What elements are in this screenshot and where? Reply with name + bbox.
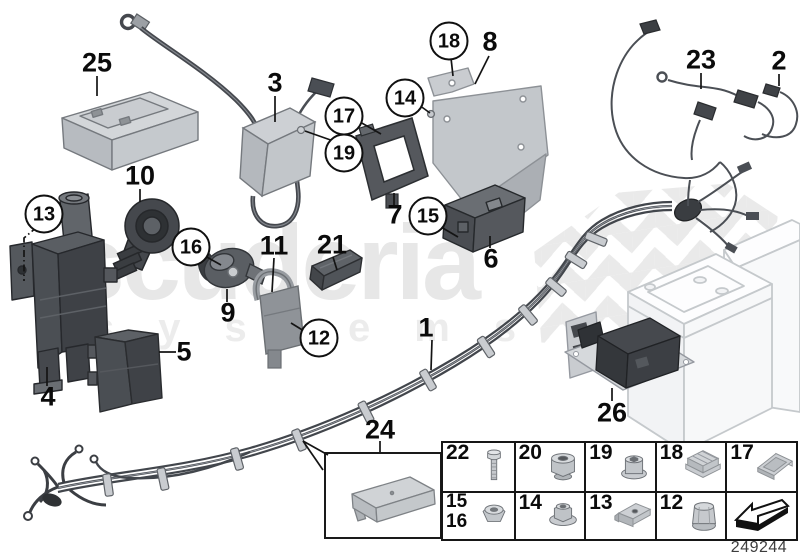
- part-1-main-harness: [23, 161, 759, 521]
- cover-cap-icon: [692, 502, 717, 531]
- callout-7[interactable]: 7: [387, 199, 403, 230]
- part-11-holder-bracket: [252, 268, 305, 369]
- part-7-module-holder: [355, 117, 429, 209]
- fastener-legend-table: 22 20 19: [441, 441, 798, 541]
- legend-cell-17: 17: [725, 441, 796, 491]
- legend-cell-18: 18: [654, 441, 726, 491]
- callout-26[interactable]: 26: [596, 397, 628, 428]
- callout-25[interactable]: 25: [81, 47, 113, 78]
- callout-5[interactable]: 5: [176, 336, 192, 367]
- legend-num: 18: [659, 441, 684, 464]
- lock-nut-icon: [482, 504, 506, 522]
- part-5-module: [87, 329, 163, 413]
- legend-num: 12: [659, 491, 684, 514]
- part-25-control-module: [61, 91, 199, 171]
- part-26-module-plate: [564, 311, 695, 391]
- legend-cell-12: 12: [654, 491, 726, 539]
- legend-cell-arrow: [725, 491, 796, 539]
- callout-24[interactable]: 24: [364, 414, 396, 445]
- part-4-distribution-box: [9, 191, 118, 395]
- legend-num: 14: [518, 491, 542, 514]
- legend-cell-19: 19: [584, 441, 655, 491]
- callout-15[interactable]: 15: [408, 196, 448, 236]
- callout-23[interactable]: 23: [685, 44, 717, 75]
- legend-cell-13: 13: [584, 491, 655, 539]
- part-23-and-2-wires: [610, 19, 799, 233]
- callout-21[interactable]: 21: [316, 229, 348, 260]
- legend-num: 17: [730, 441, 754, 464]
- legend-cell-20: 20: [513, 441, 585, 491]
- callout-17[interactable]: 17: [324, 96, 364, 136]
- callout-9[interactable]: 9: [220, 297, 236, 328]
- callout-12[interactable]: 12: [299, 318, 339, 358]
- part-9-cable-fitting: [197, 247, 267, 289]
- callout-10[interactable]: 10: [124, 160, 156, 191]
- legend-cell-15-16: 15 16: [443, 491, 514, 539]
- callout-13[interactable]: 13: [24, 194, 64, 234]
- part-24-cable-channel: [324, 452, 442, 539]
- callout-3[interactable]: 3: [267, 67, 283, 98]
- legend-num: 19: [589, 441, 613, 464]
- callout-14[interactable]: 14: [385, 78, 425, 118]
- legend-cell-14: 14: [513, 491, 585, 539]
- callout-1[interactable]: 1: [418, 312, 434, 343]
- callout-4[interactable]: 4: [40, 381, 56, 412]
- part-21-cover: [309, 249, 363, 291]
- doc-number: 249244: [730, 539, 788, 556]
- slide-clip-icon: [756, 452, 794, 481]
- legend-num: 15 16: [446, 491, 468, 532]
- legend-num: 13: [589, 491, 613, 514]
- legend-num: 22: [446, 441, 470, 464]
- direction-arrow-icon: [733, 498, 790, 531]
- legend-num: 20: [518, 441, 542, 464]
- legend-cell-22: 22: [443, 441, 514, 491]
- flange-nut-icon: [549, 503, 578, 527]
- hex-bolt-icon: [486, 449, 501, 481]
- expansion-clip-icon: [685, 450, 722, 479]
- callout-19[interactable]: 19: [324, 133, 364, 173]
- collar-nut-icon: [551, 453, 576, 481]
- part-6-control-unit: [442, 184, 526, 253]
- cap-nut-icon: [620, 455, 647, 480]
- callout-8[interactable]: 8: [482, 26, 498, 57]
- callout-18[interactable]: 18: [429, 21, 469, 61]
- callout-6[interactable]: 6: [483, 243, 499, 274]
- callout-16[interactable]: 16: [171, 227, 211, 267]
- callout-11[interactable]: 11: [259, 230, 289, 261]
- callout-2[interactable]: 2: [771, 45, 787, 76]
- part-10-grommet: [109, 198, 180, 282]
- speed-clip-icon: [614, 503, 652, 528]
